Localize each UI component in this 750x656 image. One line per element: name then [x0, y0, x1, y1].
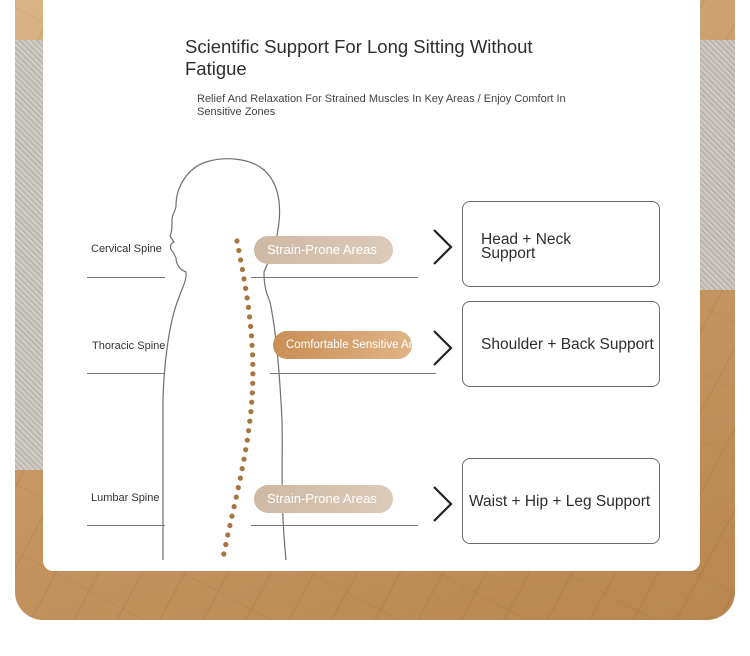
vertebra-dot: [249, 342, 255, 348]
thoracic-underline: [87, 373, 165, 374]
lumbar-spine-label: Lumbar Spine: [91, 492, 160, 504]
support-label-shoulder-back: Shoulder + Back Support: [481, 336, 654, 353]
vertebra-dot: [249, 390, 255, 396]
page-title: Scientific Support For Long Sitting With…: [185, 36, 533, 79]
vertebra-dot: [250, 371, 256, 377]
vertebra-dot: [250, 380, 256, 386]
arrow-chevron-3: [433, 486, 453, 522]
thoracic-area-pill: Comfortable Sensitive Areas: [273, 331, 412, 359]
vertebra-dot: [248, 333, 255, 339]
lumbar-area-pill: Strain-Prone Areas: [254, 485, 393, 513]
vertebra-dot: [225, 532, 231, 538]
vertebra-dot: [239, 466, 245, 472]
support-label-head-neck: Head + Neck Support: [481, 231, 572, 262]
vertebra-dot: [244, 295, 250, 301]
support-box-waist-hip-leg: Waist + Hip + Leg Support: [462, 458, 660, 544]
cervical-area-pill: Strain-Prone Areas: [254, 236, 393, 264]
vertebra-dot: [233, 494, 239, 500]
vertebra-dot: [236, 247, 242, 254]
vertebra-dot: [248, 409, 254, 415]
cervical-area-underline: [251, 277, 418, 278]
rug-right: [695, 40, 735, 290]
vertebra-dot: [250, 361, 256, 367]
vertebra-dot: [229, 513, 235, 519]
vertebra-dot: [248, 323, 254, 329]
head-silhouette: [162, 158, 287, 561]
thoracic-spine-label: Thoracic Spine: [92, 340, 166, 352]
vertebra-dot: [250, 352, 256, 358]
support-label-waist-hip-leg: Waist + Hip + Leg Support: [469, 493, 651, 510]
lumbar-area-underline: [251, 525, 418, 526]
vertebra-dot: [244, 437, 250, 443]
vertebra-dot: [237, 475, 243, 481]
support-box-shoulder-back: Shoulder + Back Support: [462, 301, 660, 387]
vertebra-dot: [246, 428, 252, 434]
vertebra-dot: [239, 266, 245, 273]
vertebra-dot: [249, 399, 255, 405]
vertebra-dot: [227, 522, 233, 529]
lumbar-underline: [87, 525, 165, 526]
vertebra-dot: [245, 304, 251, 310]
vertebra-dot: [235, 485, 241, 491]
vertebra-dot: [234, 238, 240, 244]
vertebra-dot: [223, 541, 229, 548]
page-subtitle: Relief And Relaxation For Strained Muscl…: [197, 93, 566, 118]
vertebra-dot: [238, 257, 244, 263]
thoracic-area-underline: [270, 373, 436, 374]
cervical-spine-label: Cervical Spine: [91, 243, 162, 255]
vertebra-dot: [221, 551, 227, 557]
vertebra-dot: [247, 314, 253, 320]
cervical-underline: [87, 277, 165, 278]
arrow-chevron-1: [433, 229, 453, 265]
spine-vertebrae: [221, 238, 256, 557]
vertebra-dot: [241, 456, 247, 462]
vertebra-dot: [247, 418, 253, 424]
vertebra-dot: [241, 276, 247, 282]
support-box-head-neck: Head + Neck Support: [462, 201, 660, 287]
vertebra-dot: [243, 285, 249, 291]
arrow-chevron-2: [433, 330, 453, 366]
vertebra-dot: [243, 447, 249, 453]
vertebra-dot: [231, 504, 237, 510]
